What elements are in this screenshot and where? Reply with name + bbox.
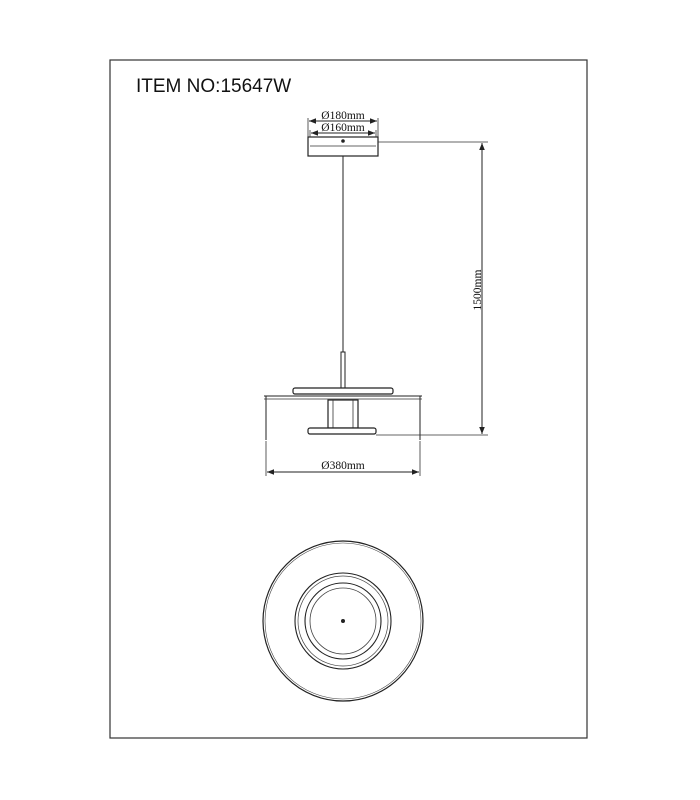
- bottom-disc-circle: [294, 572, 392, 670]
- cylinder-inner-circle: [309, 587, 377, 655]
- dimension-canopy: Ø180mm Ø160mm: [307, 110, 379, 137]
- bottom-disc: [307, 427, 377, 435]
- side-elevation: [264, 136, 422, 440]
- shade-diameter-dimension: Ø380mm: [321, 460, 365, 472]
- drawing-frame: [109, 59, 588, 739]
- canopy-inner-dimension: Ø160mm: [321, 122, 365, 134]
- shade-outline: [264, 395, 422, 440]
- center-cylinder: [327, 399, 359, 429]
- canopy-outer-dimension: Ø180mm: [321, 110, 365, 122]
- dimension-shade: Ø380mm: [265, 441, 421, 476]
- center-point: [341, 619, 345, 623]
- dimension-drop-height: 1500mm: [376, 141, 488, 436]
- bottom-view: [262, 540, 424, 702]
- item-number-title: ITEM NO:15647W: [136, 76, 291, 97]
- bottom-disc-ring: [297, 575, 389, 667]
- cable-sleeve: [340, 351, 346, 390]
- canopy-screw: [341, 139, 345, 143]
- drop-height-dimension: 1500mm: [472, 270, 484, 311]
- cylinder-outer-circle: [304, 582, 382, 660]
- shade-inner-circle: [264, 542, 422, 700]
- top-disc: [292, 387, 394, 395]
